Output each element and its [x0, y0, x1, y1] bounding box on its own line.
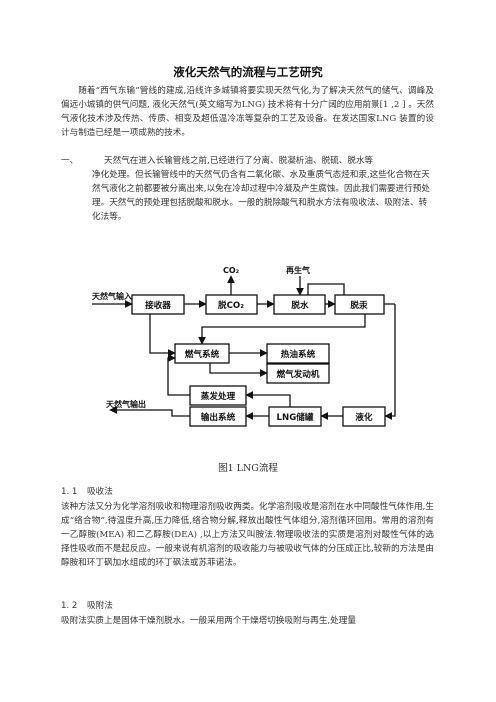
section-1-rest: 净化处理。但长输管线中的天然气仍含有二氧化碳、水及重质气态烃和汞,这些化合物在天… — [92, 170, 430, 223]
gas-engine-label: 燃气发动机 — [277, 368, 320, 380]
subsection-1-2-heading: 1. 2 吸附法 — [61, 599, 113, 611]
section-1-body: 天然气在进入长输管线之前,已经进行了分离、脱凝析油、脱硫、脱水等 净化处理。但长… — [92, 154, 434, 224]
subsection-1-2-number: 1. 2 — [61, 601, 78, 611]
feed-line-top — [210, 314, 366, 328]
lng-flow-diagram: 天然气输入 天然气输出 CO₂ 再生气 接收器 脱CO₂ 脱水 脱汞 燃气系统 … — [92, 265, 396, 427]
lng-storage-label: LNG储罐 — [277, 411, 314, 423]
heat-oil-label: 热油系统 — [281, 348, 316, 360]
subsection-1-1-heading: 1. 1 吸收法 — [61, 485, 113, 497]
arrow-fuel-gas-engine — [209, 363, 268, 377]
figure-caption: 图1 LNG流程 — [218, 463, 278, 474]
adsorption-paragraph: 吸附法实质上是固体干燥剂脱水。一般采用两个干燥塔切换吸附与再生,处理量 — [61, 616, 356, 626]
arrow-demercury-liquefaction — [384, 303, 396, 416]
co2-label: CO₂ — [223, 266, 240, 275]
dehydrate-label: 脱水 — [291, 299, 309, 311]
fuel-system-label: 燃气系统 — [185, 348, 220, 360]
arrow-line-to-fuel — [198, 326, 210, 345]
section-1-number: 一、 — [61, 156, 79, 166]
section-1-list-item: 一、 天然气在进入长输管线之前,已经进行了分离、脱凝析油、脱硫、脱水等 净化处理… — [61, 154, 434, 224]
document-title: 液化天然气的流程与工艺研究 — [173, 65, 323, 79]
intro-paragraph: 随着“西气东输”管线的建成,沿线许多城镇将要实现天然气化,为了解决天然气的储气、… — [61, 86, 434, 139]
absorption-paragraph: 该种方法又分为化学溶剂吸收和物理溶剂吸收两类。化学溶剂吸收是溶剂在水中同酸性气体… — [61, 502, 434, 569]
arrow-storage-boiloff — [245, 391, 291, 407]
subsection-1-1-number: 1. 1 — [61, 487, 78, 497]
regen-gas-label: 再生气 — [286, 265, 310, 275]
arrow-receiver-fuel — [149, 314, 176, 357]
subsection-1-1-label: 吸收法 — [87, 487, 113, 497]
decarb-label: 脱CO₂ — [218, 299, 244, 311]
liquefaction-label: 液化 — [355, 411, 373, 423]
section-1-first-line: 天然气在进入长输管线之前,已经进行了分离、脱凝析油、脱硫、脱水等 — [104, 156, 374, 166]
inlet-label: 天然气输入 — [92, 291, 132, 301]
subsection-1-2-label: 吸附法 — [87, 601, 113, 611]
receiver-label: 接收器 — [145, 299, 171, 311]
output-system-label: 输出系统 — [201, 411, 236, 423]
outlet-label: 天然气输出 — [106, 399, 146, 409]
boiloff-label: 蒸发处理 — [201, 390, 236, 402]
regen-loop-line — [307, 283, 345, 295]
arrow-boiloff-fuel — [167, 354, 190, 396]
demercury-label: 脱汞 — [350, 299, 368, 311]
outlet-arrow — [109, 406, 190, 417]
